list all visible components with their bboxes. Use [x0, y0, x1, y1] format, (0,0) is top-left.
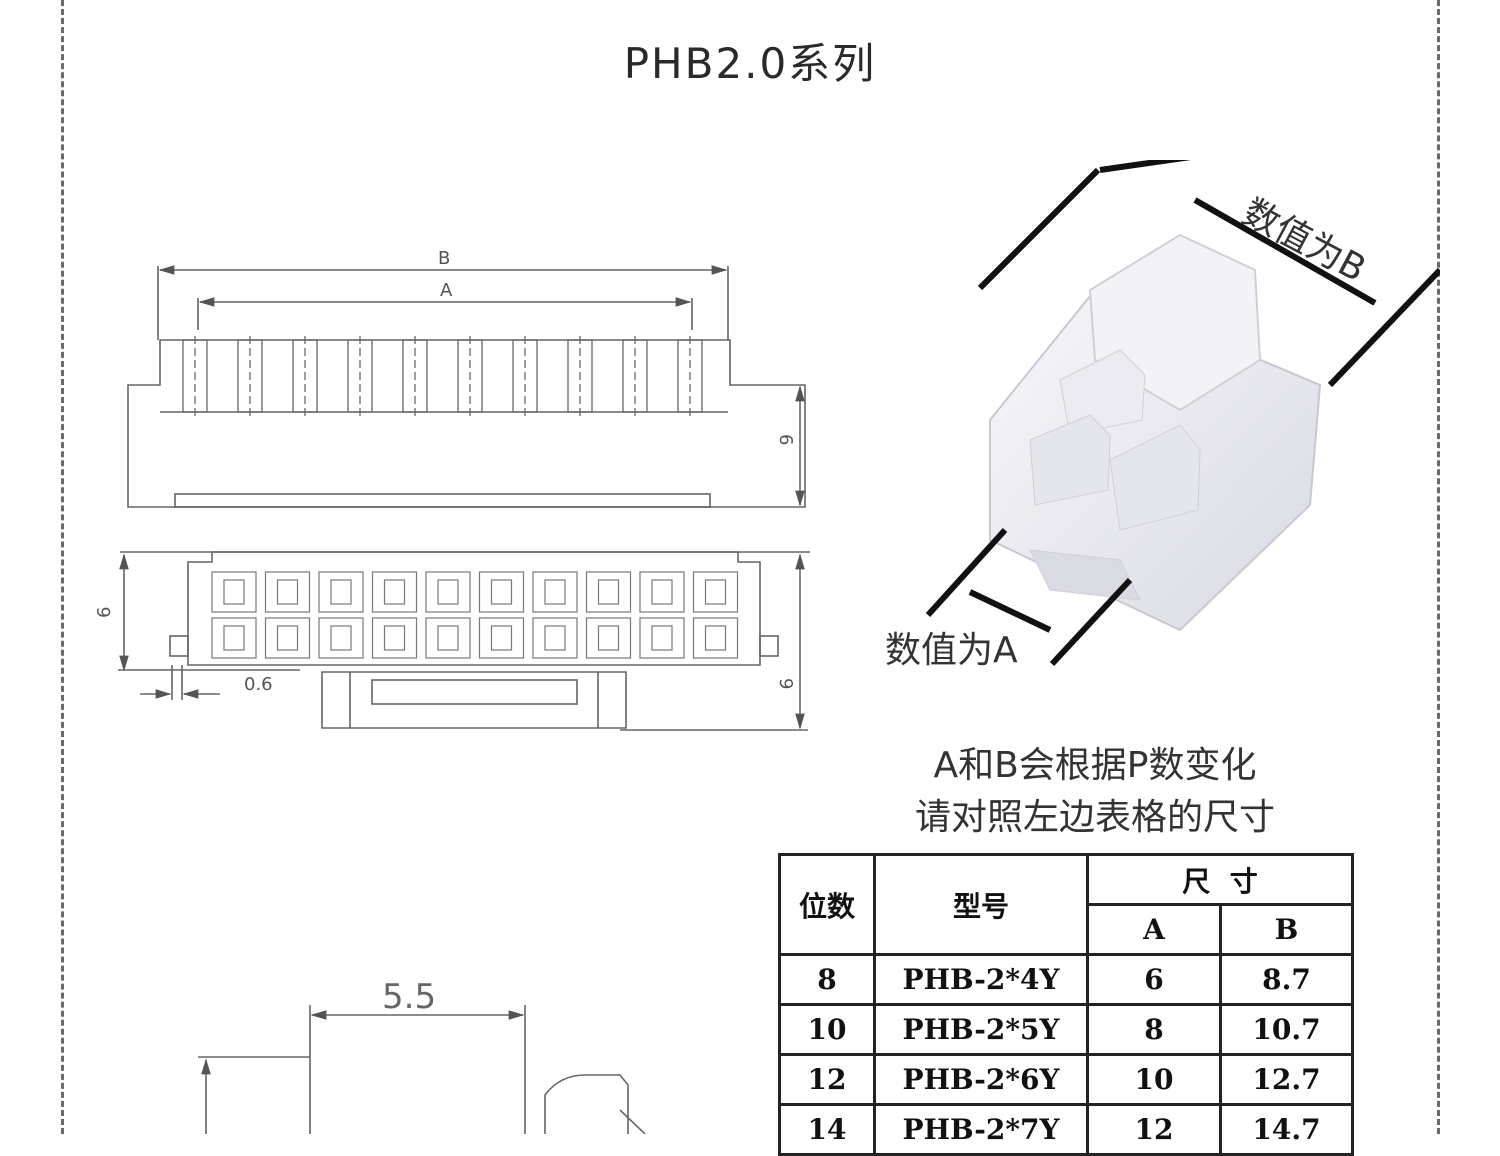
terminal-cell [478, 571, 525, 613]
cell-a: 8 [1086, 1003, 1222, 1056]
terminal-contact [490, 579, 513, 605]
left-border-dashed [61, 0, 64, 1134]
terminal-contact [383, 579, 406, 605]
terminal-cell [264, 571, 311, 613]
header-b: B [1219, 903, 1354, 956]
terminal-cell [692, 571, 739, 613]
terminal-cell [211, 617, 257, 659]
cell-model: PHB-2*4Y [873, 953, 1089, 1006]
cell-a: 6 [1086, 953, 1222, 1006]
terminal-contact [330, 625, 352, 651]
terminal-contact [276, 625, 299, 651]
terminal-contact [544, 625, 566, 651]
terminal-cell [371, 571, 418, 613]
header-positions: 位数 [778, 853, 876, 956]
header-a: A [1086, 903, 1222, 956]
terminal-contact [330, 579, 352, 605]
terminal-cell [532, 617, 578, 659]
table-row: 10 PHB-2*5Y 8 10.7 [778, 1003, 1354, 1056]
table-row: 14 PHB-2*7Y 12 14.7 [778, 1103, 1354, 1156]
dim-b-label: B [438, 248, 450, 269]
terminal-contact [223, 625, 245, 651]
terminal-contact [223, 579, 245, 605]
terminal-cell [318, 617, 364, 659]
cell-positions: 14 [778, 1103, 876, 1156]
cell-a: 12 [1086, 1103, 1222, 1156]
note-line-2: 请对照左边表格的尺寸 [914, 797, 1275, 838]
terminal-contact [651, 579, 673, 605]
terminal-contact [437, 625, 459, 651]
cell-b: 10.7 [1219, 1003, 1354, 1056]
right-border-dashed [1437, 0, 1440, 1134]
terminal-cell [211, 571, 257, 613]
terminal-contact [437, 579, 459, 605]
terminal-cell [532, 571, 578, 613]
note-line-1: A和B会根据P数变化 [933, 745, 1257, 786]
cell-positions: 12 [778, 1053, 876, 1106]
header-model: 型号 [873, 853, 1089, 956]
cell-model: PHB-2*6Y [873, 1053, 1089, 1106]
dim-pitch: 0.6 [244, 674, 273, 695]
terminal-cell [264, 617, 311, 659]
dimension-table: 位数 型号 尺 寸 A B 8 PHB-2*4Y 6 8.7 10 PHB-2*… [778, 853, 1354, 1156]
terminal-cell [585, 571, 632, 613]
cell-a: 10 [1086, 1053, 1222, 1106]
terminal-cell [692, 617, 739, 659]
terminal-contact [651, 625, 673, 651]
terminal-cell [371, 617, 418, 659]
dim-height-mid: 6 [94, 607, 115, 618]
terminal-contact [597, 625, 620, 651]
label-value-a: 数值为A [885, 630, 1018, 671]
dim-side-width: 5.5 [382, 977, 436, 1017]
terminal-contact [597, 579, 620, 605]
page-title: PHB2.0系列 [623, 39, 877, 88]
terminal-contact [544, 579, 566, 605]
terminal-cell [425, 571, 471, 613]
dim-height-top: 6 [775, 434, 796, 445]
terminal-cell [425, 617, 471, 659]
connector-photo: 数值为B 数值为A [885, 160, 1440, 671]
terminal-cell [478, 617, 525, 659]
terminal-contact [383, 625, 406, 651]
dim-a-label: A [440, 280, 453, 301]
cell-b: 14.7 [1219, 1103, 1354, 1156]
terminal-cell [639, 571, 685, 613]
header-size: 尺 寸 [1086, 853, 1354, 906]
dim-height-right: 9 [775, 678, 796, 689]
cell-model: PHB-2*7Y [873, 1103, 1089, 1156]
terminal-contact [276, 579, 299, 605]
terminal-cell [639, 617, 685, 659]
cell-b: 12.7 [1219, 1053, 1354, 1106]
cell-b: 8.7 [1219, 953, 1354, 1006]
terminal-cell [585, 617, 632, 659]
table-row: 8 PHB-2*4Y 6 8.7 [778, 953, 1354, 1006]
terminal-cell [318, 571, 364, 613]
cell-positions: 10 [778, 1003, 876, 1056]
terminal-contact [490, 625, 513, 651]
table-row: 12 PHB-2*6Y 10 12.7 [778, 1053, 1354, 1106]
cell-model: PHB-2*5Y [873, 1003, 1089, 1056]
terminal-contact [704, 625, 727, 651]
terminal-contact [704, 579, 727, 605]
cell-positions: 8 [778, 953, 876, 1006]
